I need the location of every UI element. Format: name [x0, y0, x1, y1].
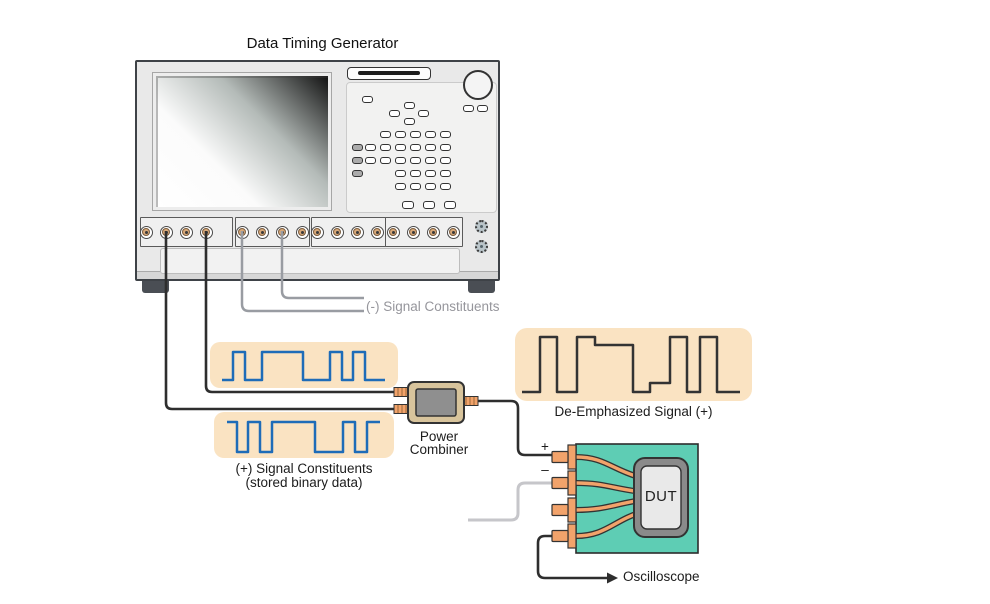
dtg-panel-button [425, 170, 436, 177]
dut-label: DUT [644, 488, 678, 505]
deemphasized-signal-label: De-Emphasized Signal (+) [554, 404, 713, 419]
power-combiner [393, 381, 479, 424]
dtg-panel-button [410, 157, 421, 164]
dtg-panel-button [440, 170, 451, 177]
dtg-panel-button-gray [352, 144, 363, 151]
dtg-bnc-connector [179, 225, 193, 239]
dtg-panel-button [425, 144, 436, 151]
dtg-panel-button [404, 102, 415, 109]
dtg-bnc-connector [370, 225, 384, 239]
dtg-bnc-connector [426, 225, 440, 239]
dtg-rotary-knob [463, 70, 493, 100]
dtg-bnc-connector [310, 225, 324, 239]
oscilloscope-arrowhead [607, 572, 618, 584]
dtg-panel-button [410, 183, 421, 190]
dtg-bnc-connector [139, 225, 153, 239]
dtg-panel-button [425, 183, 436, 190]
dtg-panel-button-gray [352, 170, 363, 177]
dtg-panel-button [395, 183, 406, 190]
dut-port-3 [567, 497, 577, 523]
signal-box-deemphasized [515, 328, 752, 401]
dtg-bnc-connector [159, 225, 173, 239]
dtg-panel-button [410, 131, 421, 138]
dtg-panel-button [404, 118, 415, 125]
dtg-panel-button [410, 144, 421, 151]
power-combiner-label-line1: Power [419, 429, 459, 444]
minus-input-cable [468, 481, 556, 522]
combiner-port-left-top [393, 387, 411, 397]
dtg-panel-button [440, 157, 451, 164]
dtg-bnc-connector [330, 225, 344, 239]
dtg-panel-button [362, 96, 373, 103]
dtg-panel-button [423, 201, 435, 209]
dut-port-plus [567, 444, 577, 470]
dtg-panel-button-gray [352, 157, 363, 164]
dtg-panel-button [418, 110, 429, 117]
dtg-panel-button [477, 105, 488, 112]
oscilloscope-label: Oscilloscope [623, 569, 700, 584]
dut-traces [575, 454, 643, 539]
pos-constituents-label-line1: (+) Signal Constituents [235, 461, 373, 476]
dtg-panel-button [410, 170, 421, 177]
oscilloscope-cable [536, 534, 607, 580]
dtg-panel-button [365, 144, 376, 151]
dtg-disk-slot-opening [358, 71, 420, 75]
dtg-panel-button [440, 131, 451, 138]
dut-port-minus [567, 470, 577, 496]
plus-input-label: + [541, 439, 549, 454]
signal-box-pos-lower [214, 412, 394, 458]
dut-port-output [567, 523, 577, 549]
neg-constituents-label: (-) Signal Constituents [366, 299, 500, 314]
dtg-panel-button [425, 131, 436, 138]
dtg-screen [156, 76, 328, 207]
dtg-panel-button [395, 131, 406, 138]
dtg-bnc-connector [386, 225, 400, 239]
dtg-panel-button [389, 110, 400, 117]
dtg-panel-button [395, 157, 406, 164]
combiner-port-left-bottom [393, 404, 411, 414]
dut-ports [551, 444, 577, 549]
dtg-knurled-knob-bottom [475, 240, 488, 253]
dtg-panel-button [380, 157, 391, 164]
dtg-panel-button [440, 144, 451, 151]
power-combiner-label-line2: Combiner [409, 442, 469, 457]
dtg-bnc-connector [295, 225, 309, 239]
diagram-title: Data Timing Generator [246, 35, 399, 52]
dtg-bnc-connector [406, 225, 420, 239]
dtg-panel-button [425, 157, 436, 164]
combiner-face [415, 388, 457, 417]
dtg-bnc-connector [275, 225, 289, 239]
dtg-bnc-connector [199, 225, 213, 239]
dtg-foot-left [142, 281, 169, 293]
dtg-panel-button [380, 144, 391, 151]
dtg-panel-button [365, 157, 376, 164]
signal-box-pos-upper [210, 342, 398, 388]
dtg-panel-button [395, 170, 406, 177]
combiner-body [407, 381, 465, 424]
dtg-lower-panel [160, 248, 460, 274]
pos-constituents-label-line2: (stored binary data) [245, 475, 363, 490]
dtg-bnc-connector [446, 225, 460, 239]
dtg-panel-button [440, 183, 451, 190]
dtg-panel-button [444, 201, 456, 209]
dtg-panel-button [402, 201, 414, 209]
dtg-bnc-connector [235, 225, 249, 239]
combiner-port-right [461, 396, 479, 406]
dtg-foot-right [468, 281, 495, 293]
dtg-panel-button [463, 105, 474, 112]
dtg-bnc-connector [350, 225, 364, 239]
dtg-bnc-connector [255, 225, 269, 239]
dtg-disk-slot [347, 67, 431, 80]
dtg-knurled-knob-top [475, 220, 488, 233]
dtg-panel-button [380, 131, 391, 138]
minus-input-label: – [541, 462, 549, 477]
dtg-panel-button [395, 144, 406, 151]
